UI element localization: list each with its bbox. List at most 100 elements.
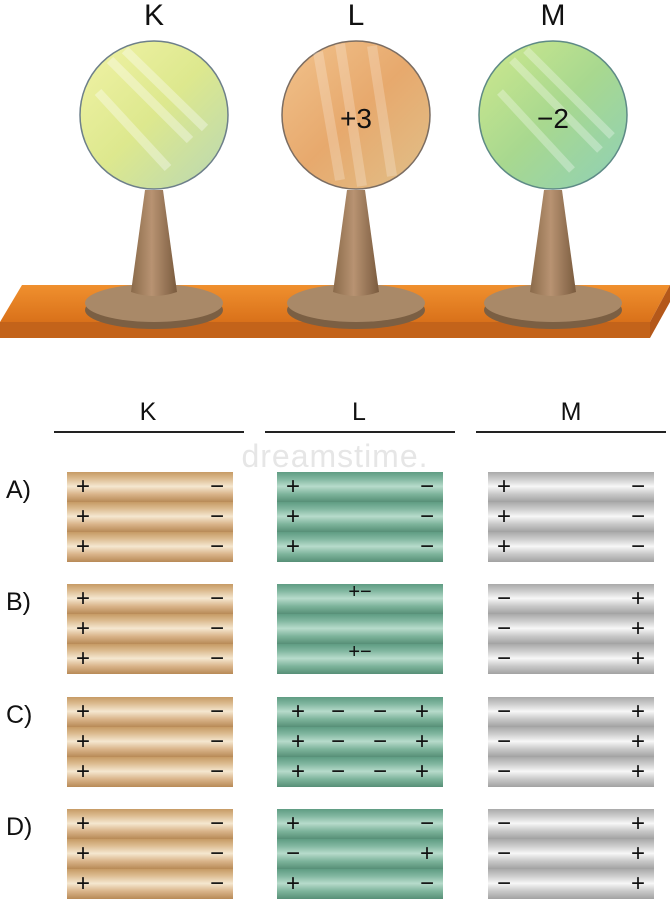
charge-bar-m: −+−+−+ (488, 809, 654, 899)
minus-sign: − (209, 503, 224, 530)
minus-sign: − (630, 533, 645, 560)
minus-sign: − (209, 840, 224, 867)
plus-sign: + (414, 698, 429, 725)
bar-stripe (67, 757, 233, 787)
plus-sign: + (630, 840, 645, 867)
minus-sign: − (209, 698, 224, 725)
bar-stripe (277, 614, 443, 644)
minus-sign: − (496, 758, 511, 785)
minus-sign: − (496, 615, 511, 642)
bar-stripe (488, 869, 654, 899)
plus-sign: + (290, 758, 305, 785)
charge-bar-k: + − + − + − (67, 697, 233, 787)
plus-sign: + (414, 728, 429, 755)
minus-sign: − (330, 698, 345, 725)
plus-sign: + (496, 473, 511, 500)
bar-stripe (277, 644, 443, 674)
bar-stripe (488, 839, 654, 869)
bar-stripe (277, 727, 443, 757)
charge-bar-k: +−+−+− (67, 472, 233, 562)
charge-bar-l: +−−++− (277, 809, 443, 899)
minus-sign: − (496, 645, 511, 672)
minus-sign: − (285, 840, 300, 867)
sphere-k-label: K (143, 0, 164, 32)
plus-sign: + (75, 698, 90, 725)
spheres-illustration (0, 40, 670, 338)
bar-stripe (67, 869, 233, 899)
bar-stripe (67, 614, 233, 644)
minus-sign: − (419, 533, 434, 560)
stand-m (484, 190, 622, 329)
bar-stripe (277, 809, 443, 839)
bar-stripe (488, 584, 654, 614)
minus-sign: − (209, 585, 224, 612)
bar-stripe (488, 757, 654, 787)
minus-sign: − (330, 728, 345, 755)
bar-stripe (277, 472, 443, 502)
plus-sign: + (75, 615, 90, 642)
bar-stripe (67, 472, 233, 502)
watermark-text: dreamstime. (241, 438, 429, 474)
minus-sign: − (330, 758, 345, 785)
bar-stripe (67, 584, 233, 614)
minus-sign: − (209, 473, 224, 500)
plus-sign: + (290, 728, 305, 755)
bar-stripe (277, 584, 443, 614)
sphere-l-label: L (347, 0, 365, 32)
sphere-m-charge: −2 (537, 103, 569, 134)
minus-sign: − (209, 728, 224, 755)
plus-sign: + (290, 698, 305, 725)
bar-stripe (488, 644, 654, 674)
bar-stripe (488, 614, 654, 644)
plus-sign: + (630, 870, 645, 897)
minus-sign: − (496, 870, 511, 897)
plus-sign: + (75, 728, 90, 755)
minus-sign: − (419, 503, 434, 530)
plus-sign: + (630, 585, 645, 612)
minus-sign: − (496, 585, 511, 612)
plus-sign: + (75, 840, 90, 867)
plus-sign: + (496, 533, 511, 560)
charge-bar-k: +−+−+− (67, 584, 233, 674)
minus-sign: − (209, 645, 224, 672)
bar-stripe (67, 532, 233, 562)
bar-stripe (488, 727, 654, 757)
sphere-m-label: M (540, 0, 566, 32)
plus-sign: + (414, 758, 429, 785)
option-label[interactable]: A) (6, 476, 31, 504)
minus-sign: − (372, 728, 387, 755)
stand-k (85, 190, 223, 329)
charge-bar-l: +−+− (277, 584, 443, 674)
plus-sign: + (630, 698, 645, 725)
option-label[interactable]: C) (6, 701, 33, 729)
bar-stripe (488, 809, 654, 839)
plus-sign: + (75, 758, 90, 785)
plus-sign: + (75, 810, 90, 837)
plus-sign: + (285, 870, 300, 897)
minus-sign: − (496, 728, 511, 755)
sphere-l-charge: +3 (340, 103, 372, 134)
column-rule-l (265, 431, 455, 433)
bar-stripe (488, 532, 654, 562)
option-label[interactable]: D) (6, 813, 33, 841)
plus-sign: + (75, 585, 90, 612)
minus-sign: − (372, 758, 387, 785)
option-label[interactable]: B) (6, 588, 31, 616)
bar-stripe (67, 839, 233, 869)
plus-sign: + (75, 473, 90, 500)
column-header-k: K (139, 398, 157, 426)
minus-sign: − (209, 758, 224, 785)
minus-sign: − (630, 473, 645, 500)
minus-sign: − (419, 870, 434, 897)
plus-sign: + (75, 533, 90, 560)
charge-bar-m: −+−+−+ (488, 697, 654, 787)
minus-sign: − (209, 870, 224, 897)
plus-sign: + (75, 870, 90, 897)
plus-sign: + (75, 645, 90, 672)
plus-sign: + (419, 840, 434, 867)
bar-stripe (277, 502, 443, 532)
column-header-m: M (560, 398, 582, 426)
plus-sign: + (496, 503, 511, 530)
charge-bar-m: −+−+−+ (488, 584, 654, 674)
minus-sign: − (209, 810, 224, 837)
